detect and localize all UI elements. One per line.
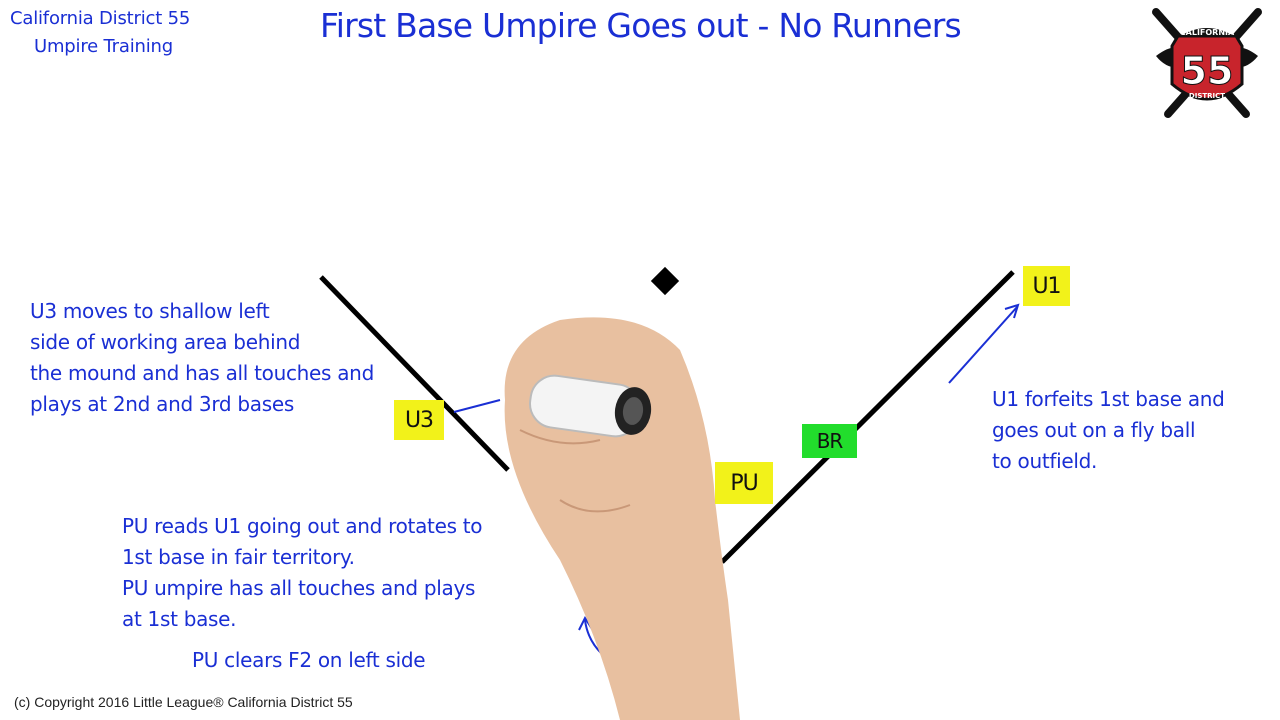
second-base	[650, 266, 680, 296]
logo-text-bottom: DISTRICT	[1189, 92, 1225, 100]
org-name: California District 55	[10, 8, 191, 29]
plate-umpire-tag: PU	[715, 462, 773, 504]
copyright-text: (c) Copyright 2016 Little League® Califo…	[14, 694, 353, 710]
first-base-line	[720, 270, 1015, 564]
pu-note: PU reads U1 going out and rotates to 1st…	[122, 514, 483, 631]
logo-number: 55	[1181, 49, 1234, 93]
umpire-u3-tag: U3	[394, 400, 444, 440]
u1-movement-arrow	[948, 306, 1018, 384]
u3-note: U3 moves to shallow left side of working…	[30, 299, 374, 416]
org-subtitle: Umpire Training	[34, 36, 173, 57]
third-base-line	[319, 275, 510, 472]
u3-pointer-line	[453, 399, 501, 413]
umpire-u1-tag: U1	[1023, 266, 1070, 306]
f2-note: PU clears F2 on left side	[192, 648, 426, 672]
u1-note: U1 forfeits 1st base and goes out on a f…	[992, 387, 1225, 473]
district-55-logo-icon: CALIFORNIA 55 DISTRICT	[1152, 8, 1262, 118]
presenter-hand-icon	[504, 317, 740, 720]
page-title: First Base Umpire Goes out - No Runners	[320, 6, 962, 45]
logo-text-top: CALIFORNIA	[1180, 28, 1235, 37]
batter-runner-tag: BR	[802, 424, 857, 458]
